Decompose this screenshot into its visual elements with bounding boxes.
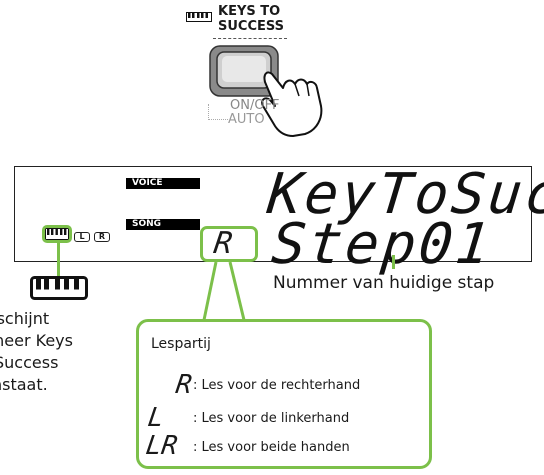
song-badge: SONG (126, 219, 200, 230)
legend-text-left: : Les voor de linkerhand (193, 411, 349, 427)
keyboard-indicator-highlight (42, 225, 72, 243)
part-connector (200, 262, 260, 322)
legend-text-both: : Les voor beide handen (193, 440, 350, 456)
step-connector-line (392, 255, 395, 269)
divider-line (213, 38, 287, 39)
step-number-note: Nummer van huidige stap (273, 272, 494, 294)
dotted-guide (208, 104, 228, 120)
keyboard-connector-line (57, 243, 60, 277)
large-keyboard-icon (30, 276, 88, 300)
keyboard-icon (186, 12, 212, 22)
keyboard-note-line: nstaat. (0, 374, 112, 396)
auto-label: AUTO (228, 112, 265, 127)
keys-to-success-button[interactable] (205, 44, 345, 140)
keys-to-success-label: KEYS TO SUCCESS (218, 4, 284, 34)
legend-text-right: : Les voor de rechterhand (193, 378, 360, 394)
legend-symbol-both: LR (144, 433, 179, 459)
right-hand-indicator: R (94, 232, 110, 242)
keyboard-note: rschijnt nneer Keys Success nstaat. (0, 308, 120, 396)
voice-badge: VOICE (126, 178, 200, 189)
left-hand-indicator: L (74, 232, 90, 242)
keys-to-success-line1: KEYS TO (218, 4, 284, 19)
keyboard-note-line: Success (0, 352, 114, 374)
lcd-line-2: Step01 (270, 222, 495, 268)
keyboard-note-line: nneer Keys (0, 330, 104, 352)
keys-to-success-line2: SUCCESS (218, 19, 284, 34)
legend-title: Lespartij (151, 336, 211, 352)
part-indicator-highlight (200, 226, 258, 262)
keyboard-note-line: rschijnt (0, 308, 110, 330)
on-off-label: ON/OFF (230, 98, 280, 113)
